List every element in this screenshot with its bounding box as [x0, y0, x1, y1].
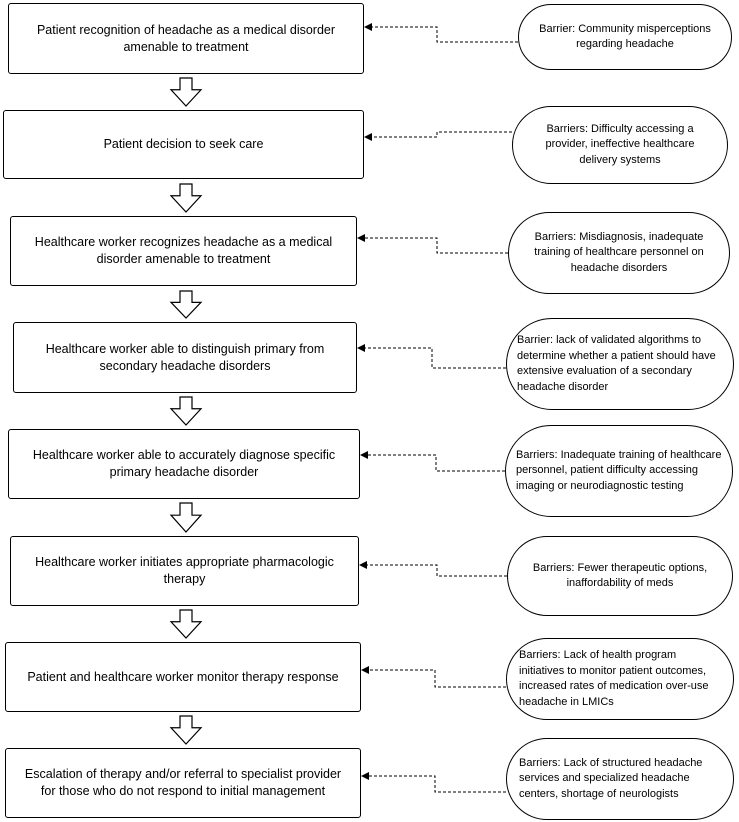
barrier-4-text: Barrier: lack of validated algorithms to…: [517, 334, 716, 393]
barrier-6: Barriers: Fewer therapeutic options, ina…: [507, 536, 733, 616]
barrier-connector-8: [361, 772, 506, 793]
down-arrow-5: [169, 502, 203, 533]
barrier-1: Barrier: Community misperceptions regard…: [518, 4, 732, 70]
barrier-1-text: Barrier: Community misperceptions regard…: [539, 22, 711, 51]
flow-step-7: Patient and healthcare worker monitor th…: [5, 642, 361, 712]
down-arrow-7: [169, 715, 203, 745]
flow-step-3: Healthcare worker recognizes headache as…: [10, 216, 357, 286]
flow-step-5-text: Healthcare worker able to accurately dia…: [32, 448, 336, 479]
barrier-connector-4: [357, 344, 506, 369]
flow-step-8-text: Escalation of therapy and/or referral to…: [24, 767, 342, 798]
barrier-8-text: Barriers: Lack of structured headache se…: [519, 756, 703, 800]
barrier-2-text: Barriers: Difficulty accessing a provide…: [545, 122, 695, 166]
barrier-5-text: Barriers: Inadequate training of healthc…: [516, 448, 722, 492]
flow-step-8: Escalation of therapy and/or referral to…: [5, 748, 361, 818]
barrier-2: Barriers: Difficulty accessing a provide…: [512, 106, 728, 184]
barrier-6-text: Barriers: Fewer therapeutic options, ina…: [532, 561, 708, 590]
flow-step-1-text: Patient recognition of headache as a med…: [36, 22, 336, 54]
barrier-8: Barriers: Lack of structured headache se…: [506, 738, 734, 820]
barrier-5: Barriers: Inadequate training of healthc…: [505, 425, 733, 517]
barrier-3: Barriers: Misdiagnosis, inadequate train…: [508, 212, 730, 294]
flow-step-5: Healthcare worker able to accurately dia…: [8, 429, 360, 499]
flow-step-6: Healthcare worker initiates appropriate …: [10, 536, 359, 606]
barrier-connector-5: [360, 451, 505, 472]
barrier-connector-6: [359, 561, 507, 577]
flow-step-3-text: Healthcare worker recognizes headache as…: [34, 235, 333, 266]
flow-step-6-text: Healthcare worker initiates appropriate …: [35, 555, 334, 586]
barrier-7-text: Barriers: Lack of health program initiat…: [519, 649, 709, 708]
barrier-connector-1: [364, 23, 518, 43]
barrier-connector-3: [357, 234, 508, 254]
flow-step-7-text: Patient and healthcare worker monitor th…: [27, 669, 339, 684]
barrier-connector-2: [364, 131, 512, 141]
down-arrow-1: [169, 77, 203, 107]
barrier-3-text: Barriers: Misdiagnosis, inadequate train…: [534, 230, 704, 274]
flow-step-4: Healthcare worker able to distinguish pr…: [13, 322, 357, 393]
flow-step-2: Patient decision to seek care: [3, 110, 364, 179]
flow-step-4-text: Healthcare worker able to distinguish pr…: [45, 341, 325, 373]
down-arrow-3: [169, 290, 203, 319]
flow-step-1: Patient recognition of headache as a med…: [8, 3, 364, 74]
down-arrow-6: [169, 609, 203, 639]
flow-step-2-text: Patient decision to seek care: [103, 137, 264, 151]
barrier-7: Barriers: Lack of health program initiat…: [506, 638, 734, 720]
down-arrow-2: [169, 183, 203, 213]
down-arrow-4: [169, 396, 203, 426]
barrier-4: Barrier: lack of validated algorithms to…: [506, 318, 734, 410]
barrier-connector-7: [361, 666, 506, 688]
